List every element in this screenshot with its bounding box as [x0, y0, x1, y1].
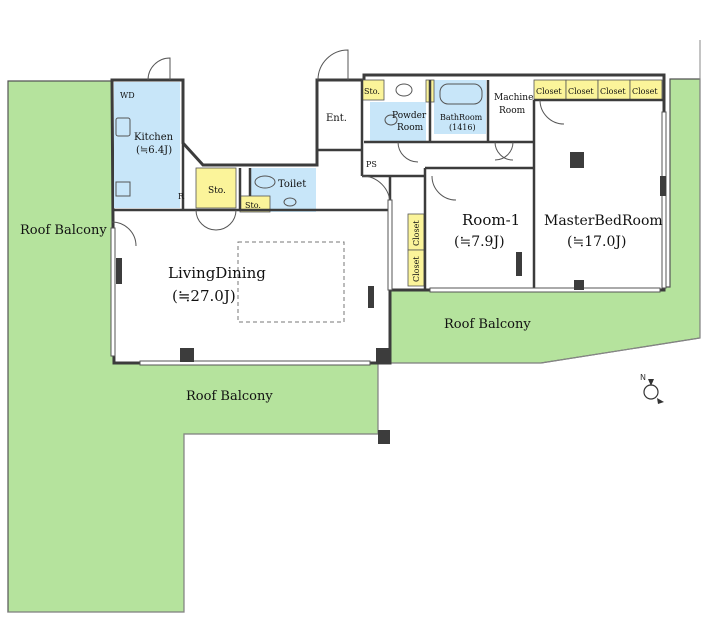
master-bedroom-size: (≒17.0J)	[567, 234, 626, 250]
closet-label-1: Closet	[536, 87, 562, 96]
living-dining-size: (≒27.0J)	[172, 287, 236, 305]
columns	[116, 152, 666, 444]
entrance-label: Ent.	[326, 113, 347, 124]
bathroom-size: (1416)	[449, 123, 476, 132]
svg-text:N: N	[640, 373, 646, 382]
windows	[110, 111, 667, 366]
ceiling-outline	[237, 241, 345, 323]
washer-dryer-label: WD	[120, 91, 135, 100]
doors	[111, 49, 565, 247]
closet-label-4: Closet	[632, 87, 658, 96]
powder-room-label-1: Powder	[392, 111, 427, 121]
roof-balcony-west-label: Roof Balcony	[20, 223, 107, 238]
closet-label-3: Closet	[600, 87, 626, 96]
roof-balcony-east-label: Roof Balcony	[444, 317, 531, 332]
closet-room1-label-2: Closet	[412, 256, 421, 282]
fixtures	[115, 83, 483, 207]
bathroom-label: BathRoom	[440, 113, 483, 122]
powder-room-area	[370, 102, 426, 142]
room1-label: Room-1	[462, 211, 520, 229]
machine-room-label-2: Room	[499, 106, 526, 116]
kitchen-area	[114, 82, 180, 208]
machine-room-label-1: Machine	[494, 93, 533, 103]
kitchen-size: (≒6.4J)	[136, 145, 172, 156]
site-boundary	[8, 40, 701, 613]
roof-balcony-south-label: Roof Balcony	[186, 389, 273, 404]
north-arrow-icon: N	[640, 373, 664, 404]
room1-size: (≒7.9J)	[454, 234, 505, 250]
interior-walls	[112, 80, 664, 290]
storage-toilet-label: Sto.	[245, 201, 261, 210]
toilet-label: Toilet	[278, 179, 306, 190]
living-dining-label: LivingDining	[168, 264, 266, 282]
powder-room-label-2: Room	[397, 123, 424, 133]
storage-entrance-label: Sto.	[364, 87, 380, 96]
closet-room1-label-1: Closet	[412, 220, 421, 246]
storage-kitchen-label: Sto.	[208, 186, 226, 196]
closet-label-2: Closet	[568, 87, 594, 96]
pipe-space-label-entrance: PS	[366, 160, 377, 169]
bathroom-area	[434, 80, 486, 134]
kitchen-label: Kitchen	[134, 132, 174, 143]
storage-kitchen	[195, 167, 237, 209]
refrigerator-label: R	[178, 192, 185, 201]
master-bedroom-label: MasterBedRoom	[544, 213, 663, 229]
